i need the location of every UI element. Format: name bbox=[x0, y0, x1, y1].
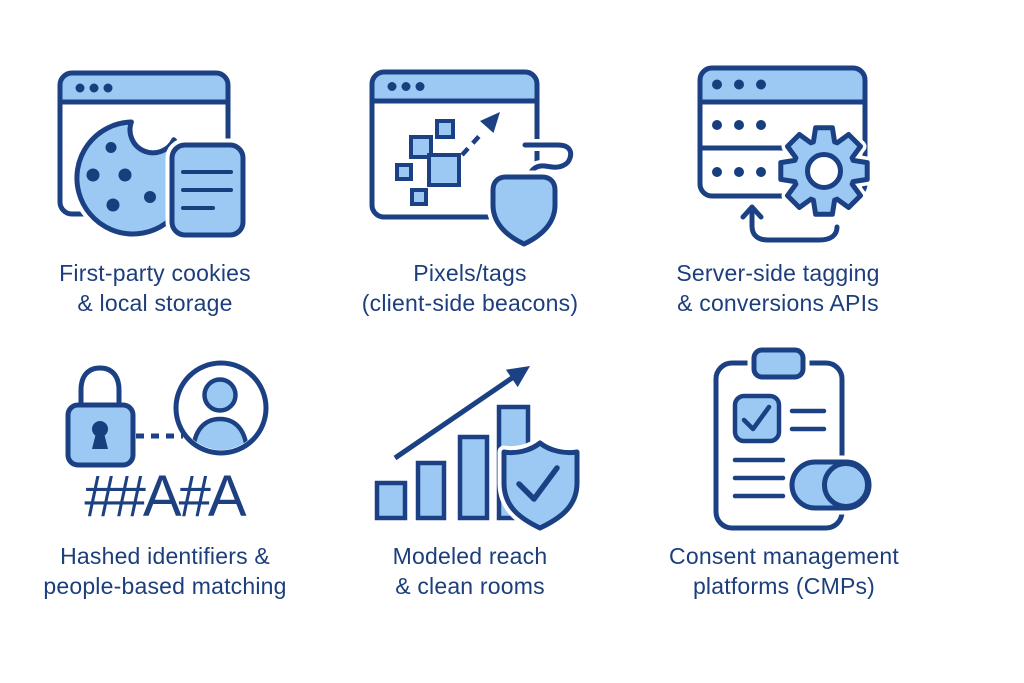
keyhole bbox=[92, 421, 108, 449]
person-avatar-icon bbox=[173, 360, 269, 456]
growth-arrow-icon bbox=[393, 366, 530, 461]
caption-line-1: Hashed identifiers & bbox=[60, 543, 270, 569]
caption-first-party-cookies: First-party cookies & local storage bbox=[5, 258, 305, 318]
caption-line-1: Server-side tagging bbox=[676, 260, 880, 286]
cookie-chips bbox=[86, 142, 156, 212]
toggle-switch-icon bbox=[785, 455, 876, 515]
caption-line-1: Consent management bbox=[669, 543, 899, 569]
note-card bbox=[165, 138, 250, 242]
server-dots bbox=[712, 79, 766, 177]
gear-icon bbox=[774, 121, 874, 221]
note-card-lines bbox=[181, 170, 233, 210]
sync-arrow-icon bbox=[737, 201, 843, 246]
cookie-icon bbox=[70, 115, 196, 241]
dashed-arrow-icon bbox=[460, 112, 500, 157]
shield-check-icon bbox=[497, 436, 584, 535]
caption-server-side-tagging: Server-side tagging & conversions APIs bbox=[628, 258, 928, 318]
pixels-mouse-icon bbox=[369, 69, 577, 251]
caption-line-1: Modeled reach bbox=[392, 543, 548, 569]
caption-hashed-identifiers: Hashed identifiers & people-based matchi… bbox=[5, 541, 325, 601]
clipboard-clip bbox=[747, 343, 810, 384]
caption-line-2: & clean rooms bbox=[395, 573, 545, 599]
clipboard-toggle-icon bbox=[713, 343, 876, 531]
pixel-squares bbox=[395, 119, 461, 206]
caption-pixels-tags: Pixels/tags (client-side beacons) bbox=[320, 258, 620, 318]
caption-line-2: people-based matching bbox=[43, 573, 287, 599]
window-dots bbox=[75, 83, 113, 93]
caption-line-2: (client-side beacons) bbox=[361, 290, 579, 316]
caption-line-1: First-party cookies bbox=[59, 260, 251, 286]
chart-shield-icon bbox=[374, 366, 584, 535]
clipboard-text-lines bbox=[732, 408, 827, 499]
window-dots bbox=[387, 82, 425, 91]
caption-modeled-reach: Modeled reach & clean rooms bbox=[320, 541, 620, 601]
server-gear-icon bbox=[697, 65, 874, 246]
mouse-icon bbox=[486, 139, 577, 251]
lock-person-icon bbox=[65, 360, 269, 468]
padlock-icon bbox=[65, 365, 136, 468]
browser-window bbox=[369, 69, 540, 220]
caption-line-2: platforms (CMPs) bbox=[692, 573, 876, 599]
caption-consent-management: Consent management platforms (CMPs) bbox=[634, 541, 934, 601]
toggle-knob bbox=[822, 461, 870, 509]
hashed-code-text: ##A#A bbox=[84, 464, 246, 529]
checked-checkbox-icon bbox=[732, 393, 782, 444]
caption-line-1: Pixels/tags bbox=[413, 260, 527, 286]
browser-cookie-icon bbox=[57, 70, 250, 242]
caption-line-2: & conversions APIs bbox=[677, 290, 879, 316]
caption-line-2: & local storage bbox=[77, 290, 233, 316]
